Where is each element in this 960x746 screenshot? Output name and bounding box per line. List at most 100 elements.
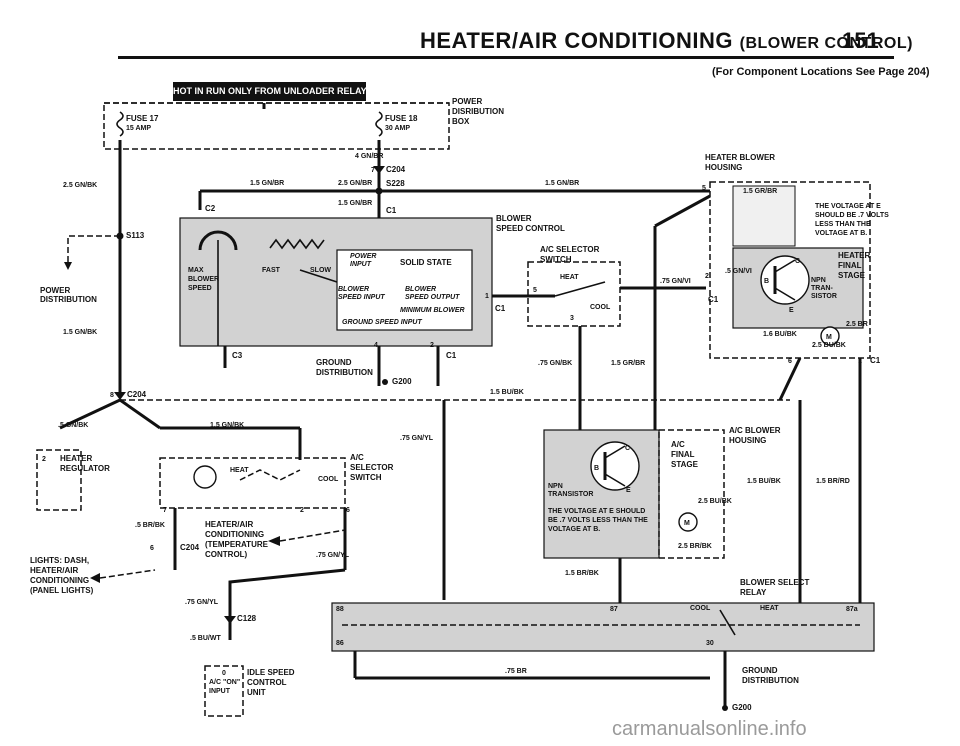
fuse18-symbol	[375, 111, 383, 137]
wire-label-gnbr15-mid: 1.5 GN/BR	[338, 200, 372, 207]
blower-select-relay-box	[331, 602, 875, 652]
acbh-note-1: THE VOLTAGE AT E SHOULD	[548, 508, 645, 515]
pin-2-bsc: 2	[430, 342, 434, 349]
max-speed-line2: BLOWER	[188, 276, 219, 283]
bsc-name-line1: BLOWER	[496, 214, 532, 223]
motor-m-top: M	[826, 334, 832, 341]
acbh-note-3: VOLTAGE AT B.	[548, 526, 600, 533]
wire-label-br25: 2.5 BR	[846, 321, 868, 328]
wire-label-gnbk75: .75 GN/BK	[538, 360, 572, 367]
pin-5-hbh: 5	[702, 185, 706, 192]
hac-arrow	[268, 536, 280, 546]
power-input-line2: INPUT	[350, 261, 372, 268]
pin-2-hbh: 2	[705, 273, 709, 280]
c204-lower-connector	[114, 392, 126, 400]
ac-npn-collector	[604, 445, 626, 459]
ground-dist-bottom-1: GROUND	[742, 666, 778, 675]
hac-leader	[279, 529, 346, 542]
ac-selector-top-box	[527, 261, 621, 327]
ground-dist-bottom-2: DISTRIBUTION	[742, 676, 799, 685]
ac-top-switch-blade	[554, 281, 606, 297]
acbh-e-letter: E	[626, 487, 631, 494]
lights-line2: HEATER/AIR	[30, 566, 79, 575]
hbh-npn-3: SISTOR	[811, 293, 837, 300]
connector-c1-right-label: C1	[495, 304, 506, 313]
wire-label-gnbk15-lower: 1.5 GN/BK	[210, 422, 244, 429]
hbh-final-2: FINAL	[838, 261, 862, 270]
motor-m-bottom: M	[684, 520, 690, 527]
fuse17-symbol	[116, 111, 124, 137]
pin-86-label: 86	[336, 640, 344, 647]
idle-input-1: 0	[222, 670, 226, 677]
hbh-name-line1: HEATER BLOWER	[705, 153, 775, 162]
ac-bot-name-1: A/C	[350, 453, 364, 462]
pin-7-ac-bot: 7	[163, 507, 167, 514]
max-speed-line1: MAX	[188, 267, 204, 274]
hac-line2: CONDITIONING	[205, 530, 264, 539]
bsr-name-1: BLOWER SELECT	[740, 578, 809, 587]
ac-final-1: A/C	[671, 440, 685, 449]
solid-state-label: SOLID STATE	[400, 258, 452, 267]
c128-connector	[224, 616, 236, 624]
pin-88-label: 88	[336, 606, 344, 613]
wire-label-brbk5: .5 BR/BK	[135, 522, 165, 529]
heater-blower-housing-box	[709, 181, 871, 359]
header-rule	[118, 56, 894, 59]
idle-input-3: INPUT	[209, 688, 231, 695]
speed-dial-arc	[198, 230, 238, 251]
wire-label-grbr15b: 1.5 GR/BR	[743, 188, 777, 195]
heater-regulator-line2: REGULATOR	[60, 464, 110, 473]
ground-dist-line1: GROUND	[316, 358, 352, 367]
ground-g200-dot	[382, 379, 388, 385]
wire-label-gnbk05: .5 GN/BK	[58, 422, 88, 429]
wire-label-gnbk15-left: 1.5 GN/BK	[63, 329, 97, 336]
ac-selector-top-line2: SWITCH	[540, 255, 572, 264]
pin-7-label: 7	[371, 167, 375, 174]
wire-gnbk-to-regulator	[59, 398, 121, 430]
hbh-inner-box	[732, 185, 796, 247]
idle-name-1: IDLE SPEED	[247, 668, 295, 677]
splice-s113-label: S113	[126, 231, 145, 240]
wire-label-buwt5: .5 BU/WT	[190, 635, 221, 642]
idle-speed-control-box	[204, 665, 244, 717]
wire-label-gnyl75-top: .75 GN/YL	[400, 435, 434, 442]
connector-c1-hbh-bottom: C1	[870, 356, 881, 365]
wire-label-gnyl75-lower: .75 GN/YL	[316, 552, 350, 559]
heater-npn-transistor	[760, 255, 810, 305]
wire-label-grbr15: 1.5 GR/BR	[611, 360, 645, 367]
ac-bot-name-2: SELECTOR	[350, 463, 394, 472]
wire-label-gnbr15-left: 1.5 GN/BR	[250, 180, 284, 187]
fuse18-rating: 30 AMP	[385, 125, 410, 132]
page-number: 151	[842, 28, 879, 53]
idle-name-2: CONTROL	[247, 678, 287, 687]
pin-5-ac-top: 5	[533, 287, 537, 294]
wire-label-bubk16: 1.6 BU/BK	[763, 331, 797, 338]
ac-final-2: FINAL	[671, 450, 695, 459]
heater-blower-motor-icon	[820, 326, 840, 346]
power-dist-line1: POWER	[40, 286, 70, 295]
wire-label-brbk25: 2.5 BR/BK	[678, 543, 712, 550]
hbh-e-letter: E	[789, 307, 794, 314]
ac-selector-bottom-box	[159, 457, 346, 509]
hac-line1: HEATER/AIR	[205, 520, 254, 529]
bsc-name-line2: SPEED CONTROL	[496, 224, 565, 233]
pin-6-ac-bot: 6	[346, 507, 350, 514]
connector-c1-top-label: C1	[386, 206, 397, 215]
blower-speed-output-line2: SPEED OUTPUT	[405, 294, 460, 301]
connector-c128-label: C128	[237, 614, 257, 623]
ac-selector-top-line1: A/C SELECTOR	[540, 245, 600, 254]
power-dist-arrow	[64, 262, 72, 270]
pin-4-bsc: 4	[374, 342, 378, 349]
heater-regulator-box	[36, 449, 82, 511]
solid-state-box	[336, 249, 473, 331]
pin-2-regulator: 2	[42, 456, 46, 463]
blower-speed-input-line1: BLOWER	[338, 286, 369, 293]
hbh-c-letter: C	[795, 258, 800, 265]
hbh-note-1: THE VOLTAGE AT E	[815, 203, 881, 210]
acbh-name-1: A/C BLOWER	[729, 426, 781, 435]
ground-dist-line2: DISTRIBUTION	[316, 368, 373, 377]
wire-label-gnbk25: 2.5 GN/BK	[63, 182, 97, 189]
hbh-note-2: SHOULD BE .7 VOLTS	[815, 212, 889, 219]
fuse17-rating: 15 AMP	[126, 125, 151, 132]
